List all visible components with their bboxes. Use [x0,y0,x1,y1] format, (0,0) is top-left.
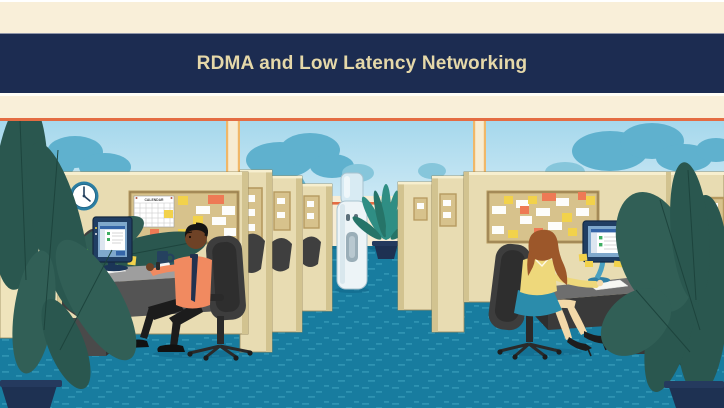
office-illustration: CALENDAR [0,121,724,408]
banner-bottom-divider [0,93,724,96]
title-banner: RDMA and Low Latency Networking [0,33,724,93]
office-chair-left [187,235,253,361]
wall-clock [69,181,99,211]
left-cubicle-partitions [239,169,333,353]
top-divider [0,0,724,2]
woman-at-desk [488,229,610,360]
right-cubicle-partitions [397,175,465,333]
foreground-plant-right [600,162,724,408]
man-head [184,222,208,249]
left-monitor [92,216,133,272]
desk-paper [587,279,629,291]
necktie [191,256,198,302]
header-band [0,2,724,33]
accent-line [0,118,724,121]
foreground-plant-left [0,121,137,408]
header-band-lower [0,96,724,118]
woman-head [527,229,568,285]
coffee-mug [157,251,175,264]
calendar-title: CALENDAR [144,198,164,202]
slide-title: RDMA and Low Latency Networking [196,52,528,74]
wristwatch [156,262,160,270]
